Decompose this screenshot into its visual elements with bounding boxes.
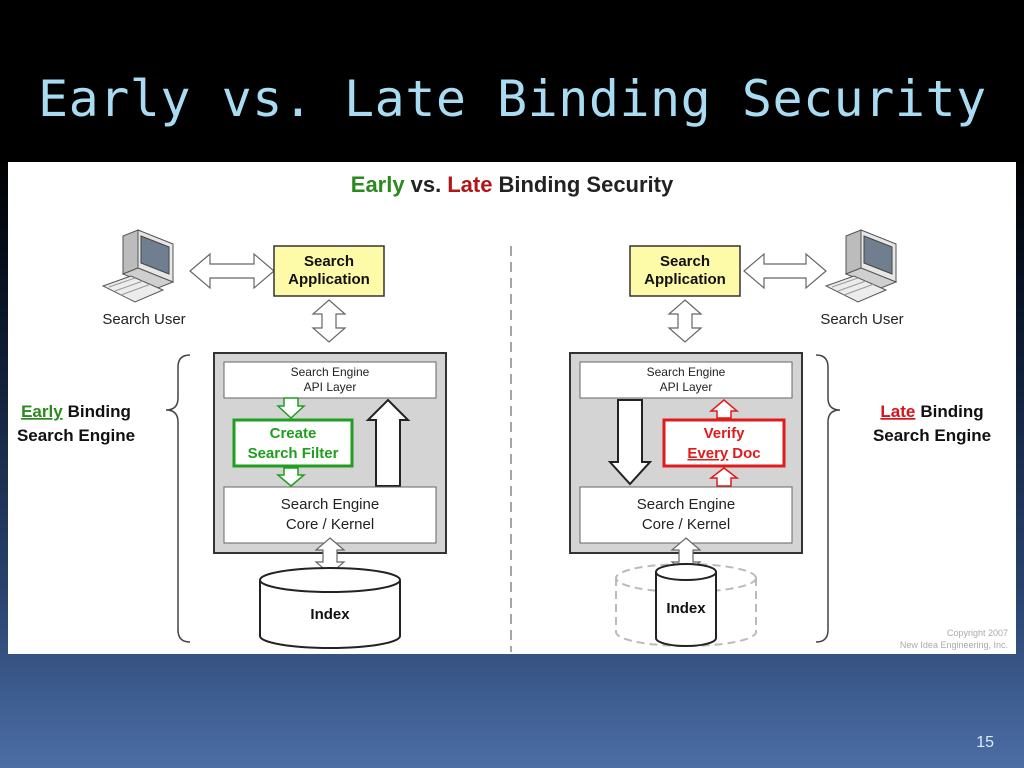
late-binding-engine-label: Search Engine	[873, 426, 991, 445]
api-layer-label-right-2: API Layer	[660, 380, 713, 394]
core-kernel-box-left	[223, 486, 437, 544]
early-binding-label: Early Binding	[21, 402, 131, 421]
figure-title-rest: Binding Security	[498, 172, 674, 197]
up-arrow-icon	[708, 399, 740, 419]
page-number: 15	[976, 734, 994, 751]
early-binding-rest: Binding	[68, 402, 131, 421]
verify-doc-word: Doc	[732, 445, 760, 462]
figure-title-late: Late	[447, 172, 492, 197]
down-arrow-icon	[275, 467, 307, 487]
search-application-box-left	[273, 245, 385, 297]
up-arrow-icon	[365, 398, 411, 487]
down-arrow-icon	[607, 399, 653, 486]
api-layer-box-left	[223, 361, 437, 399]
core-kernel-label-right-2: Core / Kernel	[642, 516, 730, 533]
core-kernel-label-left-1: Search Engine	[281, 496, 379, 513]
verify-every-doc-box	[662, 418, 786, 468]
search-application-label-right-2: Application	[644, 271, 726, 288]
late-binding-label: Late Binding	[880, 402, 983, 421]
down-arrow-icon	[276, 397, 306, 420]
verify-every-word: Every	[687, 445, 729, 462]
index-label-right: Index	[666, 600, 706, 617]
api-layer-label-left-2: API Layer	[304, 380, 357, 394]
computer-icon	[824, 229, 898, 303]
search-user-label-right: Search User	[820, 311, 903, 328]
computer-icon	[101, 229, 175, 303]
search-application-box-right	[629, 245, 741, 297]
verify-label: Verify	[704, 425, 746, 442]
create-search-filter-box	[232, 418, 354, 468]
database-icon	[615, 563, 757, 647]
api-layer-label-right-1: Search Engine	[647, 365, 726, 379]
slide-title: Early vs. Late Binding Security	[38, 70, 987, 128]
figure-title-early: Early	[351, 172, 406, 197]
database-icon	[259, 567, 401, 649]
figure-title-vs: vs.	[411, 172, 442, 197]
core-kernel-label-right-1: Search Engine	[637, 496, 735, 513]
core-kernel-box-right	[579, 486, 793, 544]
double-arrow-icon	[743, 252, 827, 290]
api-layer-box-right	[579, 361, 793, 399]
database-icon	[655, 563, 717, 647]
late-binding-word: Late	[880, 402, 915, 421]
curly-brace-icon	[165, 354, 191, 643]
copyright-line-2: New Idea Engineering, Inc.	[900, 640, 1008, 650]
search-user-label-left: Search User	[102, 311, 185, 328]
double-arrow-icon	[189, 252, 275, 290]
double-arrow-icon	[667, 299, 703, 343]
index-label-left: Index	[310, 606, 350, 623]
early-binding-engine-label: Search Engine	[17, 426, 135, 445]
double-arrow-icon	[311, 299, 347, 343]
up-arrow-icon	[708, 467, 740, 487]
copyright-line-1: Copyright 2007	[947, 628, 1008, 638]
search-application-label-left-1: Search	[304, 253, 354, 270]
search-application-label-right-1: Search	[660, 253, 710, 270]
api-layer-label-left-1: Search Engine	[291, 365, 370, 379]
search-application-label-left-2: Application	[288, 271, 370, 288]
late-binding-rest: Binding	[920, 402, 983, 421]
early-binding-word: Early	[21, 402, 63, 421]
core-kernel-label-left-2: Core / Kernel	[286, 516, 374, 533]
create-search-filter-label-2: Search Filter	[248, 445, 339, 462]
create-search-filter-label-1: Create	[270, 425, 317, 442]
curly-brace-icon	[815, 354, 841, 643]
